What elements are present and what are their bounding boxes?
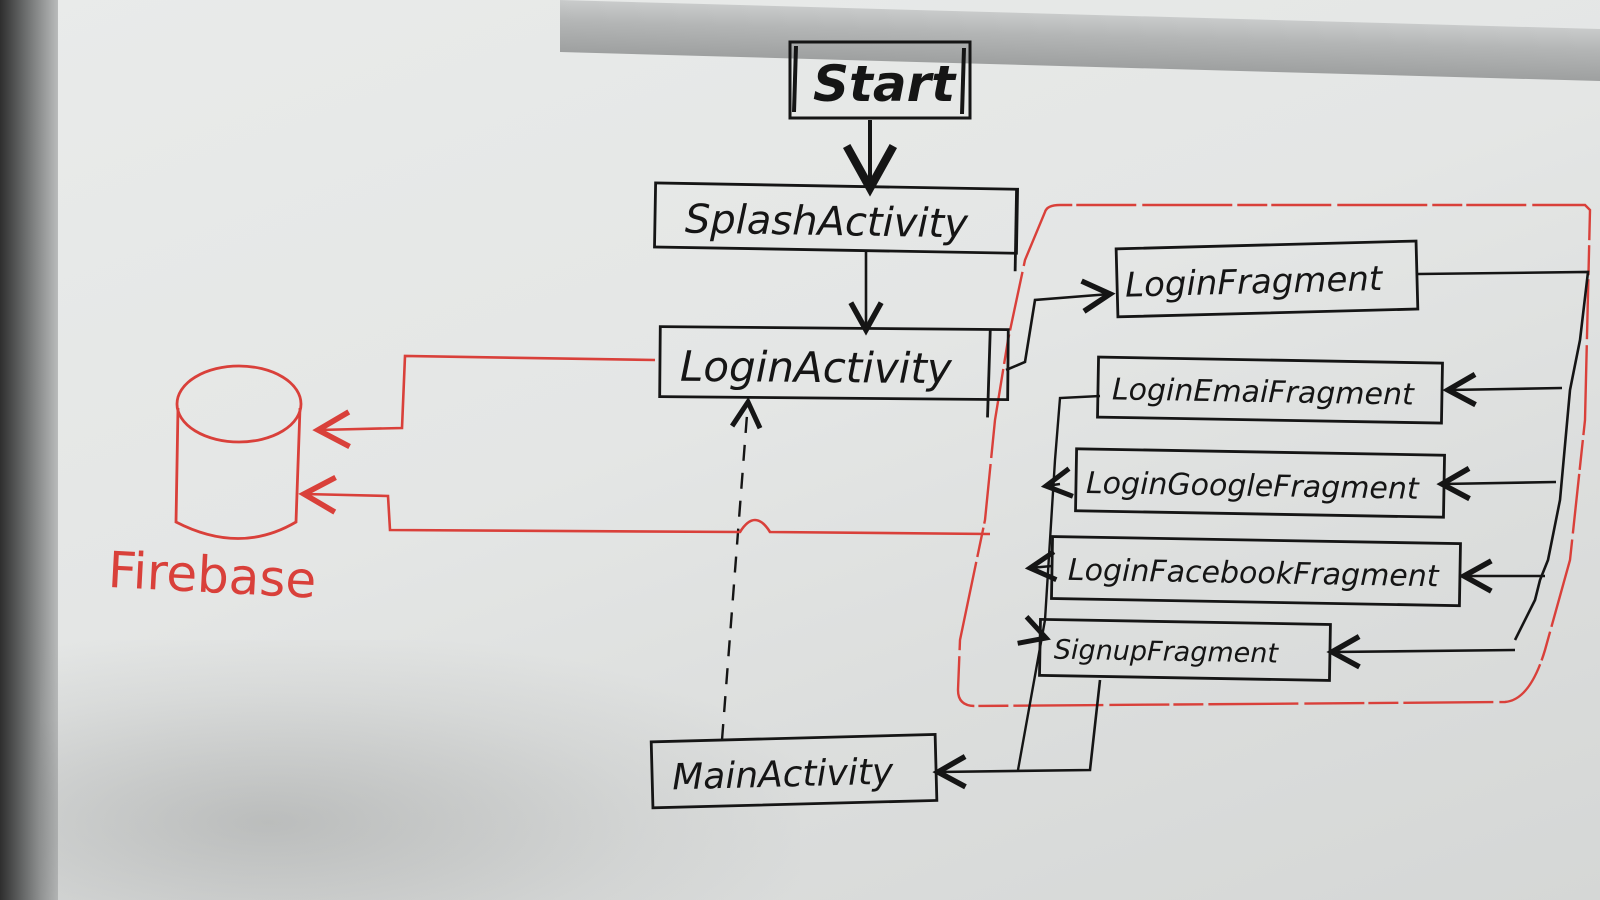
arrow-bus-to-login-email: [1442, 371, 1563, 408]
arrow-bus-to-signup: [1326, 634, 1516, 670]
fragments-group-boundary: [956, 203, 1592, 708]
arrow-left-bus-to-google: [1040, 466, 1074, 499]
dashed-arrow-main-to-login-activity: [720, 396, 763, 741]
node-login-google-fragment-label: LoginGoogleFragment: [1086, 466, 1421, 507]
node-login-email-fragment-label: LoginEmaiFragment: [1112, 372, 1416, 412]
node-start-label: Start: [813, 55, 957, 113]
firebase-label: Firebase: [107, 541, 318, 610]
arrow-bus-to-login-google: [1436, 465, 1557, 502]
whiteboard-shadow: [40, 640, 800, 900]
node-splash-activity: SplashActivity: [653, 181, 1019, 272]
node-login-activity: LoginActivity: [658, 325, 1010, 418]
node-main-activity-label: MainActivity: [672, 752, 895, 799]
node-login-fragment-label: LoginFragment: [1125, 259, 1385, 306]
firebase-database-icon: [174, 364, 303, 540]
node-main-activity: MainActivity: [649, 733, 939, 810]
node-signup-fragment-label: SignupFragment: [1054, 635, 1280, 670]
node-start: Start: [788, 40, 972, 120]
node-login-fragment: LoginFragment: [1114, 239, 1420, 319]
node-login-activity-label: LoginActivity: [680, 342, 953, 393]
connector-login-fragment-right-bus: [1417, 270, 1590, 641]
red-arrow-fragments-to-firebase: [298, 474, 991, 536]
node-signup-fragment: SignupFragment: [1038, 617, 1332, 682]
node-login-facebook-fragment-label: LoginFacebookFragment: [1068, 553, 1440, 594]
node-login-google-fragment: LoginGoogleFragment: [1074, 447, 1446, 519]
arrow-login-activity-to-login-fragment: [1005, 278, 1116, 372]
connector-email-fragment-left-bus: [1016, 394, 1101, 771]
node-login-email-fragment: LoginEmaiFragment: [1096, 355, 1444, 425]
node-splash-activity-label: SplashActivity: [685, 196, 970, 247]
whiteboard-left-frame: [0, 0, 58, 900]
red-arrow-login-activity-to-firebase: [312, 354, 656, 450]
arrow-signup-to-main-activity: [932, 679, 1102, 790]
node-login-facebook-fragment: LoginFacebookFragment: [1050, 535, 1462, 608]
arrow-left-bus-to-facebook: [1024, 549, 1058, 582]
